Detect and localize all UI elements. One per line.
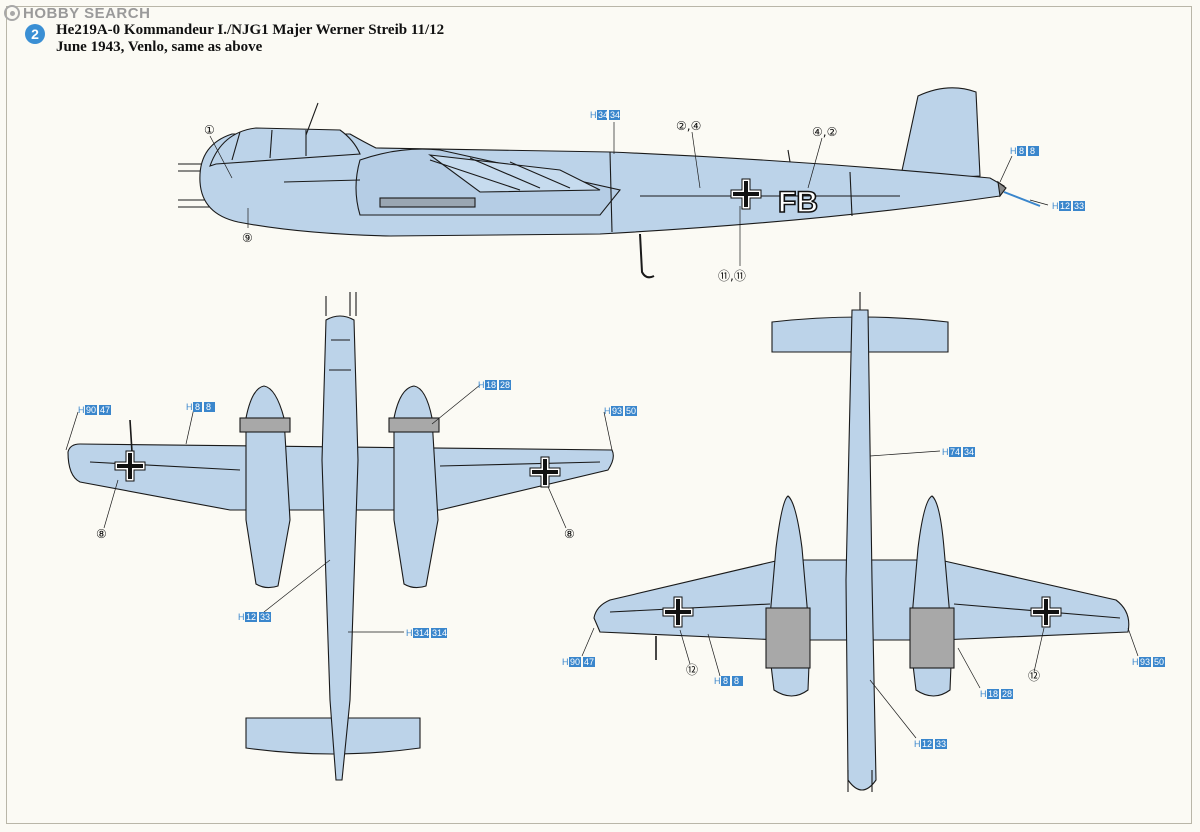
decal-number-11-11: ⑪,⑪ [718,269,746,283]
callout-side-h34: H 34 34 [590,110,620,120]
svg-text:34: 34 [610,110,620,120]
svg-text:H: H [238,612,245,622]
scheme-number-badge: 2 [25,24,45,44]
logo-text: HOBBY SEARCH [23,4,151,22]
svg-text:8: 8 [1019,146,1024,156]
side-view [178,87,1049,279]
svg-text:H: H [562,657,569,667]
svg-text:50: 50 [626,406,636,416]
callout-top-h314: H 314 314 [406,628,447,638]
top-view [65,292,614,781]
svg-text:33: 33 [260,612,270,622]
svg-text:314: 314 [414,628,429,638]
callout-top-h90: H 90 47 [78,405,111,415]
svg-text:8: 8 [1030,146,1035,156]
decal-number-2-4: ②,④ [676,119,701,133]
svg-text:90: 90 [86,405,96,415]
decal-number-8-left: ⑧ [96,527,107,541]
svg-text:314: 314 [432,628,447,638]
decal-number-1: ① [204,123,215,137]
svg-text:H: H [78,405,85,415]
svg-text:H: H [1010,146,1017,156]
svg-text:12: 12 [922,739,932,749]
svg-text:8: 8 [723,676,728,686]
svg-text:H: H [186,402,193,412]
svg-text:18: 18 [486,380,496,390]
callout-bottom-h8: H 8 8 [714,676,743,686]
callout-side-h12: H 12 33 [1052,201,1085,211]
callout-bottom-h93: H 93 50 [1132,657,1165,667]
svg-text:93: 93 [1140,657,1150,667]
svg-text:H: H [478,380,485,390]
svg-text:H: H [942,447,949,457]
callout-top-h12: H 12 33 [238,612,271,622]
callout-side-h8: H 8 8 [1010,146,1039,156]
svg-text:47: 47 [100,405,110,415]
scheme-subtitle: June 1943, Venlo, same as above [56,39,263,55]
svg-text:H: H [1052,201,1059,211]
callout-top-h18: H 18 28 [478,380,511,390]
callout-top-h93: H 93 50 [604,406,637,416]
svg-text:90: 90 [570,657,580,667]
svg-text:12: 12 [246,612,256,622]
svg-text:8: 8 [195,402,200,412]
svg-text:H: H [406,628,413,638]
sheet-border [6,6,1192,824]
decal-number-12-right: ⑫ [1028,669,1040,683]
svg-text:50: 50 [1154,657,1164,667]
callout-bottom-h18: H 18 28 [980,689,1013,699]
svg-text:93: 93 [612,406,622,416]
svg-text:8: 8 [206,402,211,412]
decal-number-9: ⑨ [242,231,253,245]
svg-text:34: 34 [964,447,974,457]
logo-icon [4,5,20,21]
decal-number-4-2: ④,② [812,125,837,139]
decal-number-8-right: ⑧ [564,527,575,541]
callout-bottom-h90: H 90 47 [562,657,595,667]
svg-text:33: 33 [936,739,946,749]
svg-text:28: 28 [500,380,510,390]
decal-number-12-left: ⑫ [686,663,698,677]
svg-text:47: 47 [584,657,594,667]
svg-text:12: 12 [1060,201,1070,211]
fuselage-code: FB [778,186,818,219]
svg-text:18: 18 [988,689,998,699]
scheme-title: He219A-0 Kommandeur I./NJG1 Majer Werner… [56,22,445,38]
bottom-view [581,292,1139,792]
svg-text:H: H [714,676,721,686]
hobby-search-watermark: HOBBY SEARCH [4,3,150,23]
callout-bottom-h74: H 74 34 [942,447,975,457]
svg-text:34: 34 [598,110,608,120]
svg-text:H: H [980,689,987,699]
svg-text:H: H [590,110,597,120]
svg-text:28: 28 [1002,689,1012,699]
svg-text:H: H [914,739,921,749]
callout-bottom-h12: H 12 33 [914,739,947,749]
svg-text:33: 33 [1074,201,1084,211]
svg-text:H: H [604,406,611,416]
svg-text:H: H [1132,657,1139,667]
svg-text:8: 8 [734,676,739,686]
svg-text:74: 74 [950,447,960,457]
callout-top-h8: H 8 8 [186,402,215,412]
